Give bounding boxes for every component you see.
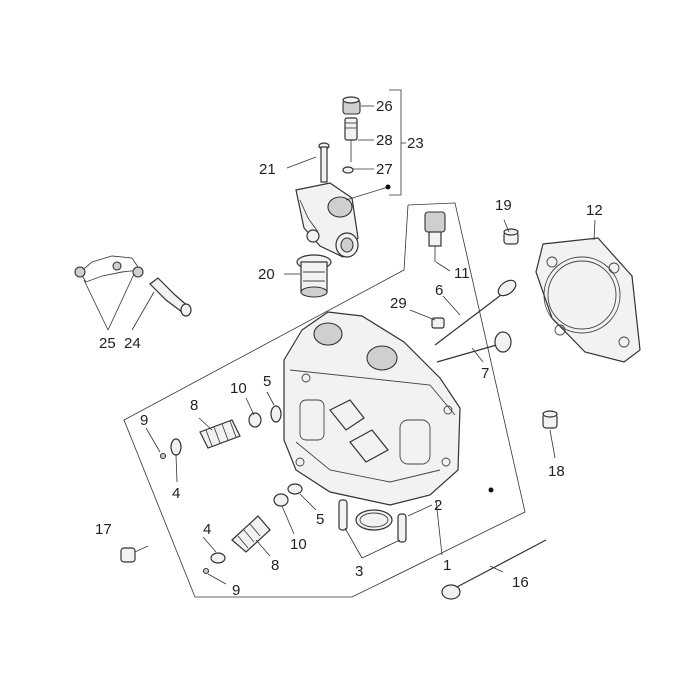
sealing-washer-part — [342, 166, 354, 174]
stud-part — [431, 317, 445, 329]
head-bolt-part — [441, 539, 547, 600]
valve-cotter-part-upper — [159, 452, 167, 460]
valve-seal-part-lower — [273, 493, 289, 507]
spring-retainer-part-lower — [210, 552, 226, 564]
valve-cotter-part-lower — [202, 567, 210, 575]
callout-27: 27 — [376, 161, 393, 178]
dowel-pin-part-left — [338, 499, 348, 531]
cylinder-head-part — [283, 311, 461, 506]
callout-26: 26 — [376, 98, 393, 115]
callout-4-upper: 4 — [172, 485, 180, 502]
cylinder-head-gasket-part — [535, 237, 641, 363]
callout-16: 16 — [512, 574, 529, 591]
plug-part — [120, 545, 149, 563]
callout-29: 29 — [390, 295, 407, 312]
hose-clamp-assembly-part — [74, 255, 144, 283]
leader-lines — [83, 105, 596, 585]
screw-part — [318, 142, 330, 183]
callout-4-lower: 4 — [203, 521, 211, 538]
callout-7: 7 — [481, 365, 489, 382]
bushing-part — [503, 228, 519, 245]
callout-8-lower: 8 — [271, 557, 279, 574]
callout-20: 20 — [258, 266, 275, 283]
callout-19: 19 — [495, 197, 512, 214]
spring-retainer-part-upper — [170, 438, 182, 456]
callout-18: 18 — [548, 463, 565, 480]
callout-28: 28 — [376, 132, 393, 149]
callout-24: 24 — [124, 335, 141, 352]
temperature-sensor-part — [344, 117, 358, 162]
valve-seal-part-upper — [248, 412, 262, 428]
callout-1: 1 — [443, 557, 451, 574]
callout-12: 12 — [586, 202, 603, 219]
callout-9-upper: 9 — [140, 412, 148, 429]
dowel-pin-part-right — [397, 513, 407, 543]
spring-seat-part-upper — [270, 405, 282, 423]
callout-10-lower: 10 — [290, 536, 307, 553]
callout-5-lower: 5 — [316, 511, 324, 528]
valve-spring-part-lower — [231, 515, 271, 553]
callout-21: 21 — [259, 161, 276, 178]
cap-part — [342, 96, 361, 115]
thermostat-bracket-frame — [389, 89, 402, 196]
spring-seat-part-lower — [287, 483, 303, 495]
callout-10-upper: 10 — [230, 380, 247, 397]
callout-11: 11 — [454, 265, 470, 282]
intake-valve-part — [436, 331, 512, 363]
breather-hose-part — [149, 277, 192, 317]
head-assembly-frame — [123, 202, 526, 598]
callout-8-upper: 8 — [190, 397, 198, 414]
callout-25: 25 — [99, 335, 116, 352]
thermostat-part — [296, 254, 332, 298]
callout-5-upper: 5 — [263, 373, 271, 390]
valve-spring-part-upper — [199, 419, 241, 449]
thermostat-housing-part — [295, 182, 359, 258]
callout-2: 2 — [434, 497, 442, 514]
exhaust-valve-part — [434, 279, 517, 346]
valve-guide-bushing-part — [542, 410, 558, 429]
callout-9-lower: 9 — [232, 582, 240, 599]
coolant-temp-sender-part — [424, 211, 446, 262]
callout-17: 17 — [95, 521, 112, 538]
callout-23: 23 — [407, 135, 424, 152]
callout-6: 6 — [435, 282, 443, 299]
callout-labels: 26 28 23 21 27 19 12 20 11 6 29 25 24 7 … — [95, 98, 603, 599]
callout-3: 3 — [355, 563, 363, 580]
